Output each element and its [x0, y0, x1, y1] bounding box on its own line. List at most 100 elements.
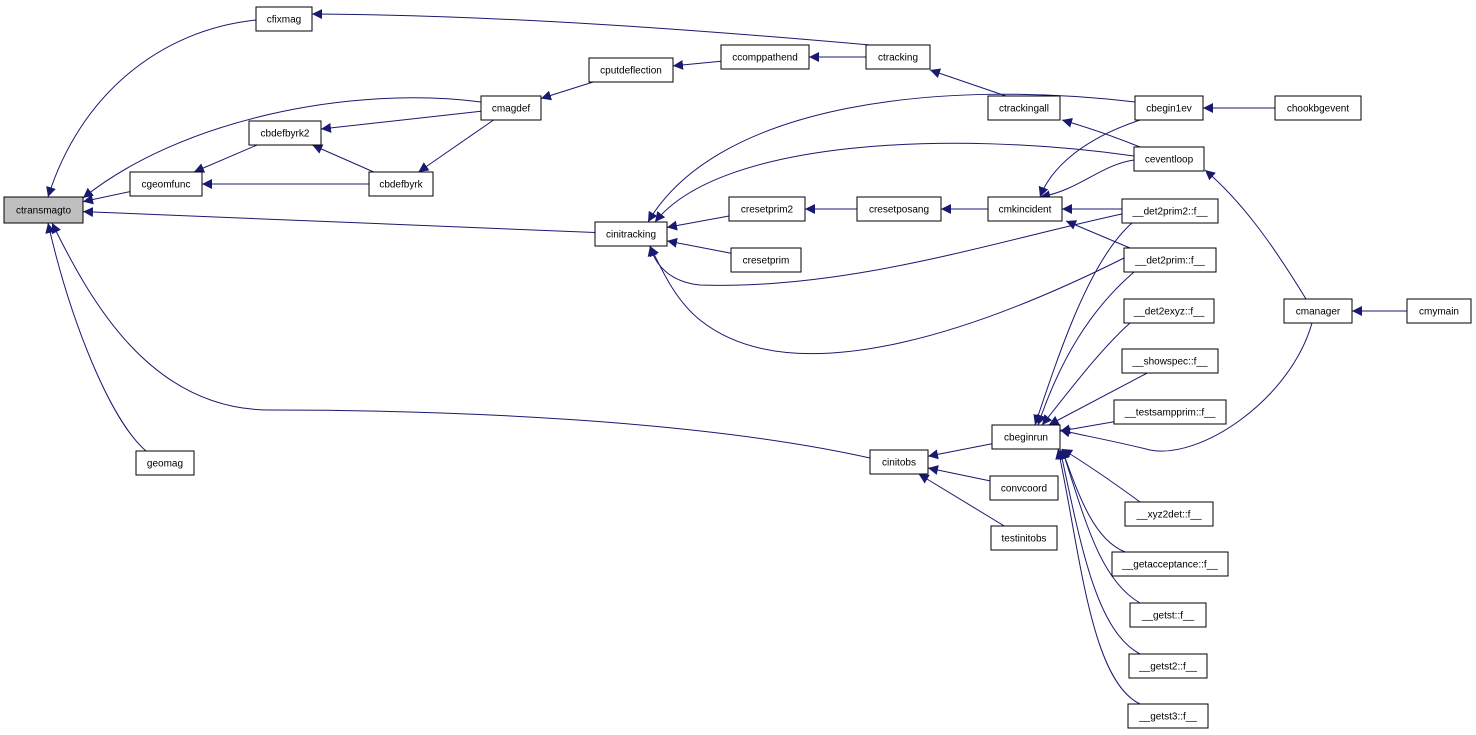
edge-cmagdef-to-cbdefbyrk: [418, 119, 494, 173]
edge-cbdefbyrk2-to-cgeomfunc: [193, 144, 258, 173]
node-box: [991, 424, 1061, 450]
edge-showspec-to-cbeginrun: [1048, 372, 1148, 426]
node-cmkincident[interactable]: cmkincident: [987, 196, 1063, 222]
node-cresetprim2[interactable]: cresetprim2: [728, 196, 806, 222]
edge-cgeomfunc-to-ctransmagto: [82, 191, 131, 205]
node-cbegin1ev[interactable]: cbegin1ev: [1134, 95, 1204, 121]
node-cinitobs[interactable]: cinitobs: [869, 449, 929, 475]
node-ctracking[interactable]: ctracking: [865, 44, 931, 70]
node-box: [1121, 348, 1219, 374]
node-label: cbdefbyrk2: [261, 129, 310, 140]
node-xyz2det[interactable]: __xyz2det::f__: [1124, 501, 1214, 527]
node-convcoord[interactable]: convcoord: [989, 475, 1059, 501]
node-cbdefbyrk[interactable]: cbdefbyrk: [368, 171, 434, 197]
node-box: [255, 6, 313, 32]
node-cresetposang[interactable]: cresetposang: [856, 196, 942, 222]
node-box: [856, 196, 942, 222]
node-chookbgevent[interactable]: chookbgevent: [1274, 95, 1362, 121]
node-label: chookbgevent: [1287, 104, 1349, 115]
node-box: [1129, 602, 1207, 628]
node-geomag[interactable]: geomag: [135, 450, 195, 476]
edge-getacceptance-to-cbeginrun: [1060, 448, 1126, 553]
edge-convcoord-to-cinitobs: [927, 465, 991, 482]
node-cinitracking[interactable]: cinitracking: [594, 221, 668, 247]
edge-cfixmag-to-ctransmagto: [46, 19, 257, 198]
node-label: geomag: [147, 459, 183, 470]
node-det2prim2[interactable]: __det2prim2::f__: [1121, 198, 1219, 224]
node-cbeginrun[interactable]: cbeginrun: [991, 424, 1061, 450]
node-ctransmagto[interactable]: ctransmagto: [3, 196, 84, 224]
node-det2exyz[interactable]: __det2exyz::f__: [1123, 298, 1215, 324]
node-box: [869, 449, 929, 475]
node-box: [1274, 95, 1362, 121]
node-label: __testsampprim::f__: [1124, 408, 1216, 419]
edge-cbegin1ev-to-cmkincident: [1038, 119, 1141, 198]
edge-getst-to-cbeginrun: [1060, 448, 1141, 604]
edge-ceventloop-to-cinitracking: [654, 142, 1135, 223]
edge-cresetprim2-to-cinitracking: [666, 215, 730, 231]
node-getst3[interactable]: __getst3::f__: [1127, 703, 1209, 729]
node-det2prim[interactable]: __det2prim::f__: [1123, 247, 1217, 273]
node-testinitobs[interactable]: testinitobs: [990, 525, 1058, 551]
node-label: convcoord: [1001, 484, 1047, 495]
node-box: [865, 44, 931, 70]
node-label: cbeginrun: [1004, 433, 1048, 444]
node-box: [3, 196, 84, 224]
node-ceventloop[interactable]: ceventloop: [1133, 146, 1205, 172]
node-ccomppathend[interactable]: ccomppathend: [720, 44, 810, 70]
edge-cmagdef-to-cbdefbyrk2: [320, 110, 482, 133]
node-cmanager[interactable]: cmanager: [1283, 298, 1353, 324]
node-box: [1134, 95, 1204, 121]
edge-det2prim2-to-cbeginrun: [1033, 222, 1133, 426]
node-cgeomfunc[interactable]: cgeomfunc: [129, 171, 203, 197]
node-label: ctrackingall: [999, 104, 1049, 115]
edge-det2prim-to-cinitracking: [649, 245, 1125, 355]
node-label: __showspec::f__: [1131, 357, 1207, 368]
edge-cinitracking-to-ctransmagto: [82, 207, 596, 233]
node-label: __det2prim2::f__: [1131, 207, 1207, 218]
node-cresetprim[interactable]: cresetprim: [730, 247, 802, 273]
node-cmagdef[interactable]: cmagdef: [480, 95, 542, 121]
node-label: cmkincident: [999, 205, 1052, 216]
node-getst2[interactable]: __getst2::f__: [1128, 653, 1208, 679]
edge-cmagdef-to-ctransmagto: [82, 97, 482, 199]
node-label: __det2exyz::f__: [1133, 307, 1205, 318]
edge-ceventloop-to-cmkincident: [1039, 159, 1135, 201]
edges-layer: [45, 9, 1407, 705]
node-cmymain[interactable]: cmymain: [1406, 298, 1472, 324]
node-box: [1113, 399, 1227, 425]
node-box: [1111, 551, 1229, 577]
edge-cputdeflection-to-cmagdef: [540, 81, 594, 101]
edge-getst3-to-cbeginrun: [1055, 448, 1141, 705]
node-label: testinitobs: [1001, 534, 1046, 545]
edge-testsampprim-to-cbeginrun: [1059, 421, 1115, 435]
node-ctrackingall[interactable]: ctrackingall: [987, 95, 1061, 121]
edge-cmanager-to-cbeginrun: [1059, 322, 1313, 452]
node-cbdefbyrk2[interactable]: cbdefbyrk2: [248, 120, 322, 146]
node-box: [1283, 298, 1353, 324]
node-label: ctracking: [878, 53, 918, 64]
node-testsampprim[interactable]: __testsampprim::f__: [1113, 399, 1227, 425]
edge-cbdefbyrk-to-cbdefbyrk2: [312, 144, 374, 173]
node-cputdeflection[interactable]: cputdeflection: [588, 57, 674, 83]
edge-det2exyz-to-cbeginrun: [1041, 322, 1131, 426]
node-showspec[interactable]: __showspec::f__: [1121, 348, 1219, 374]
node-box: [728, 196, 806, 222]
edge-ccomppathend-to-cputdeflection: [672, 59, 722, 70]
node-box: [1123, 298, 1215, 324]
node-box: [368, 171, 434, 197]
node-label: cresetprim2: [741, 205, 794, 216]
node-box: [248, 120, 322, 146]
node-box: [594, 221, 668, 247]
node-getst[interactable]: __getst::f__: [1129, 602, 1207, 628]
node-label: cmanager: [1296, 307, 1341, 318]
node-box: [1123, 247, 1217, 273]
node-cfixmag[interactable]: cfixmag: [255, 6, 313, 32]
edge-geomag-to-ctransmagto: [45, 222, 147, 452]
node-label: cmymain: [1419, 307, 1459, 318]
node-getacceptance[interactable]: __getacceptance::f__: [1111, 551, 1229, 577]
node-box: [990, 525, 1058, 551]
node-label: cfixmag: [267, 15, 301, 26]
node-label: __getst2::f__: [1138, 662, 1197, 673]
